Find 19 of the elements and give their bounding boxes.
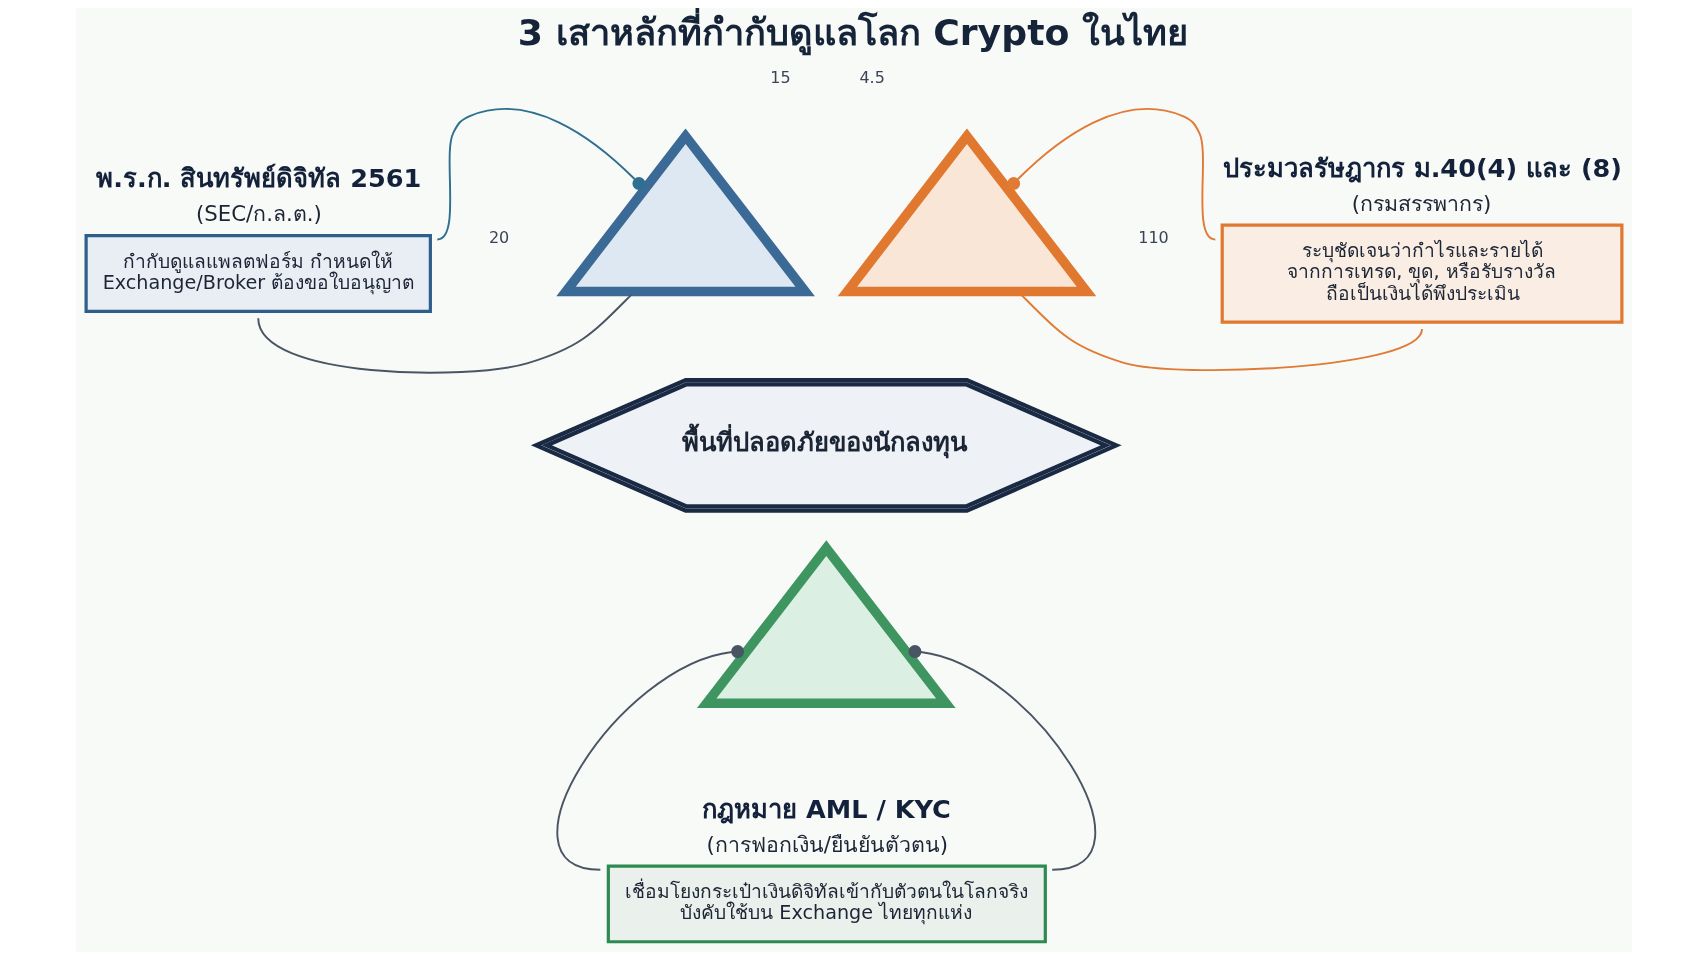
connector — [1019, 293, 1423, 371]
node-triangle — [837, 128, 1096, 297]
label: 110 — [1137, 228, 1169, 248]
label: 4.5 — [858, 68, 885, 88]
node-label: ประมวลรัษฎากร ม.40(4) และ (8) — [1222, 152, 1622, 183]
label: 15 — [769, 68, 791, 88]
node-label: (กรมสรรพากร) — [1351, 190, 1491, 216]
connector — [556, 645, 744, 871]
connector — [1006, 108, 1216, 241]
node-label: (การฟอกเงิน/ยืนยันตัวตน) — [705, 831, 948, 857]
label: 20 — [488, 228, 509, 248]
node-label: กฎหมาย AML / KYC — [701, 793, 951, 824]
connector — [435, 108, 645, 241]
node-triangle — [696, 540, 956, 709]
node-label: (SEC/ก.ล.ต.) — [195, 201, 322, 227]
node-triangle — [555, 128, 815, 297]
node-label: พ.ร.ก. สินทรัพย์ดิจิทัล 2561 — [95, 163, 421, 194]
connector — [907, 645, 1096, 871]
connector — [256, 293, 632, 374]
